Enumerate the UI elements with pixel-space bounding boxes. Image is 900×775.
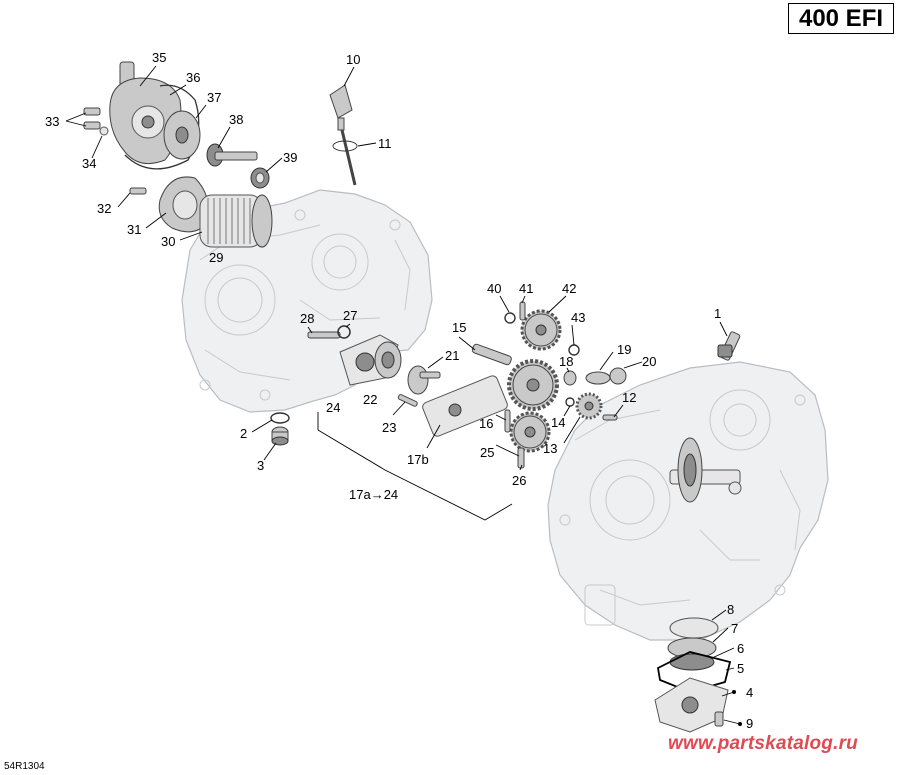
callout-32: 32 — [97, 201, 111, 216]
leader-lines — [65, 65, 741, 725]
callout-17a-24: 17a→24 — [349, 487, 398, 502]
callout-15: 15 — [452, 320, 466, 335]
leader-dots — [732, 690, 742, 726]
callout-labels: 35 36 37 38 39 33 34 32 31 30 29 10 11 2… — [45, 50, 753, 731]
callout-40: 40 — [487, 281, 501, 296]
callout-26: 26 — [512, 473, 526, 488]
gear-train — [504, 301, 627, 469]
oil-filter-cover — [129, 176, 210, 233]
watermark: www.partskatalog.ru — [668, 733, 858, 754]
oil-filter — [199, 194, 273, 248]
dipstick — [329, 84, 358, 186]
callout-38: 38 — [229, 112, 243, 127]
crankshaft-gear — [669, 437, 742, 503]
callout-36: 36 — [186, 70, 200, 85]
callout-8: 8 — [727, 602, 734, 617]
callout-18: 18 — [559, 354, 573, 369]
callout-9: 9 — [746, 716, 753, 731]
callout-33: 33 — [45, 114, 59, 129]
callout-2: 2 — [240, 426, 247, 441]
screws-33-34 — [83, 107, 109, 136]
callout-25: 25 — [480, 445, 494, 460]
callout-12: 12 — [622, 390, 636, 405]
callout-10: 10 — [346, 52, 360, 67]
callout-14: 14 — [551, 415, 565, 430]
callout-19: 19 — [617, 342, 631, 357]
callout-39: 39 — [283, 150, 297, 165]
callout-1: 1 — [714, 306, 721, 321]
callout-27: 27 — [343, 308, 357, 323]
callout-29: 29 — [209, 250, 223, 265]
callout-6: 6 — [737, 641, 744, 656]
callout-30: 30 — [161, 234, 175, 249]
callout-20: 20 — [642, 354, 656, 369]
callout-11: 11 — [378, 136, 392, 151]
callout-4: 4 — [746, 685, 753, 700]
callout-3: 3 — [257, 458, 264, 473]
water-pump-impeller — [163, 110, 201, 160]
callout-41: 41 — [519, 281, 533, 296]
callout-17b: 17b — [407, 452, 429, 467]
strainer-cover-group — [654, 617, 732, 733]
callout-24: 24 — [326, 400, 340, 415]
callout-42: 42 — [562, 281, 576, 296]
callout-28: 28 — [300, 311, 314, 326]
oil-pump-parts — [307, 325, 512, 437]
callout-5: 5 — [737, 661, 744, 676]
callout-23: 23 — [382, 420, 396, 435]
callout-7: 7 — [731, 621, 738, 636]
drain-plug — [270, 412, 290, 446]
pump-shaft — [206, 143, 270, 189]
callout-43: 43 — [571, 310, 585, 325]
callout-16: 16 — [479, 416, 493, 431]
callout-31: 31 — [127, 222, 141, 237]
breather-valve — [717, 331, 741, 361]
model-title: 400 EFI — [788, 3, 894, 34]
callout-34: 34 — [82, 156, 96, 171]
drawing-code: 54R1304 — [4, 761, 45, 772]
callout-37: 37 — [207, 90, 221, 105]
callout-35: 35 — [152, 50, 166, 65]
callout-22: 22 — [363, 392, 377, 407]
callout-21: 21 — [445, 348, 459, 363]
callout-13: 13 — [543, 441, 557, 456]
